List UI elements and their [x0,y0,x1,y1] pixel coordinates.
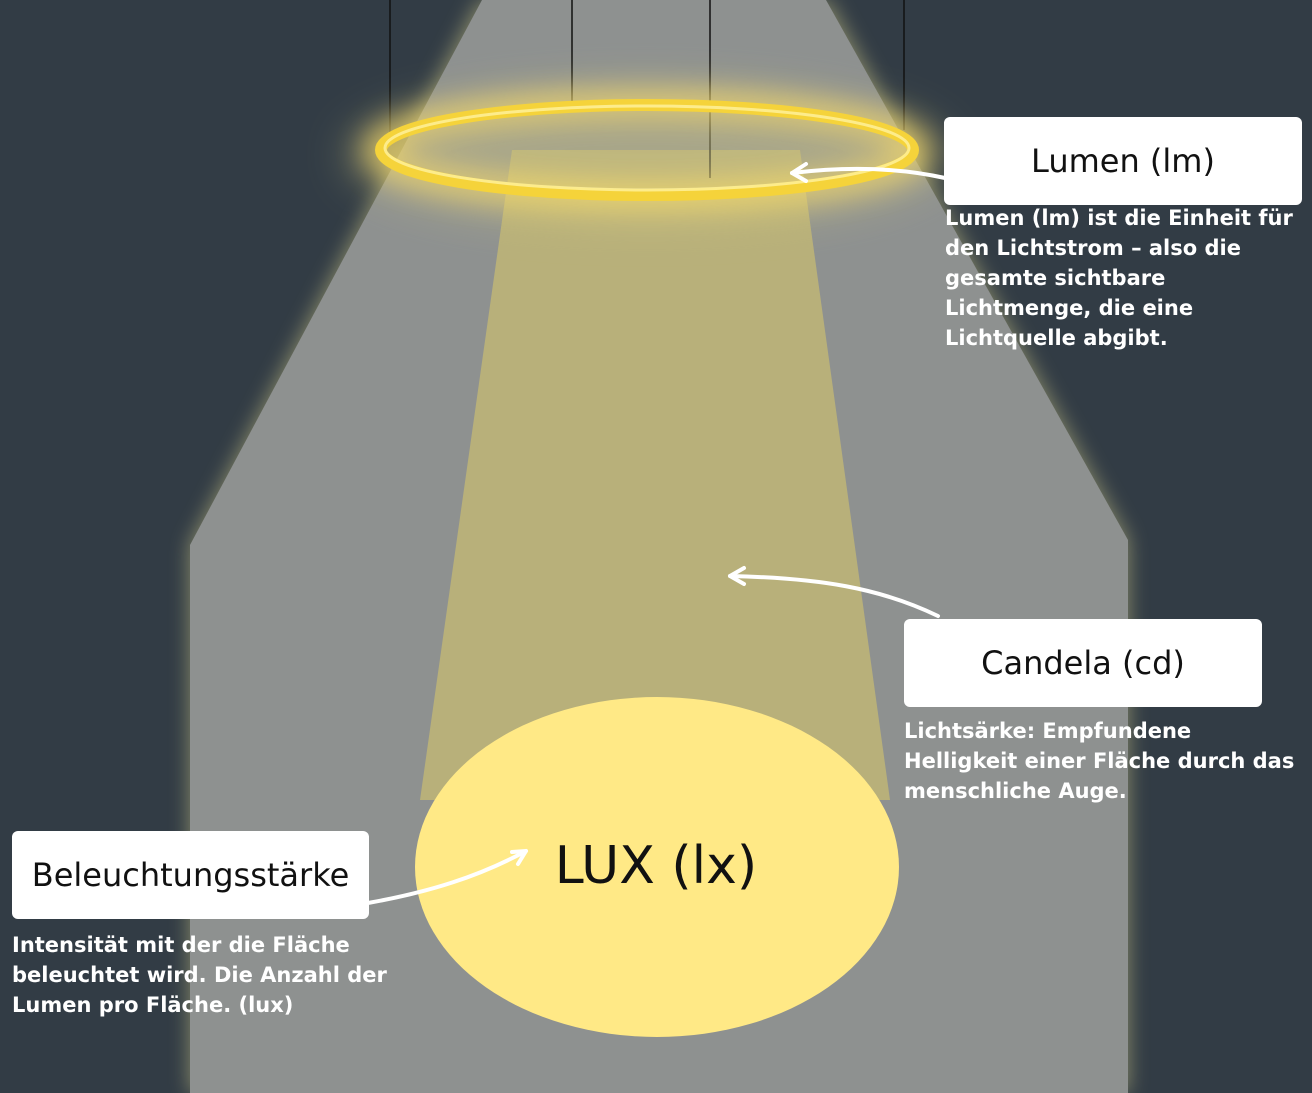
lumen-arrow [790,166,947,180]
lumen-description: Lumen (lm) ist die Einheit für den Licht… [945,206,1293,350]
light-beam [420,150,890,800]
beleuchtung-title: Beleuchtungsstärke [31,856,350,894]
lux-label: LUX (lx) [554,836,758,896]
ring-light-icon [347,85,947,225]
candela-label-box: Candela (cd) [904,619,1262,707]
beleuchtung-arrowhead [510,849,528,866]
lumen-label-box: Lumen (lm) [944,117,1302,205]
beleuchtung-label-box: Beleuchtungsstärke [12,831,369,919]
candela-title: Candela (cd) [981,644,1185,682]
lumen-title: Lumen (lm) [1031,142,1215,180]
lux-ellipse [415,697,899,1037]
candela-arrowhead [728,566,746,586]
beleuchtung-arrow [366,849,528,905]
arrows [366,162,947,905]
lumen-arrowhead [790,162,808,183]
candela-arrow [728,574,940,618]
beleuchtung-description: Intensität mit der die Fläche beleuchtet… [12,933,387,1017]
candela-description: Lichtsärke: Empfundene Helligkeit einer … [904,719,1295,803]
